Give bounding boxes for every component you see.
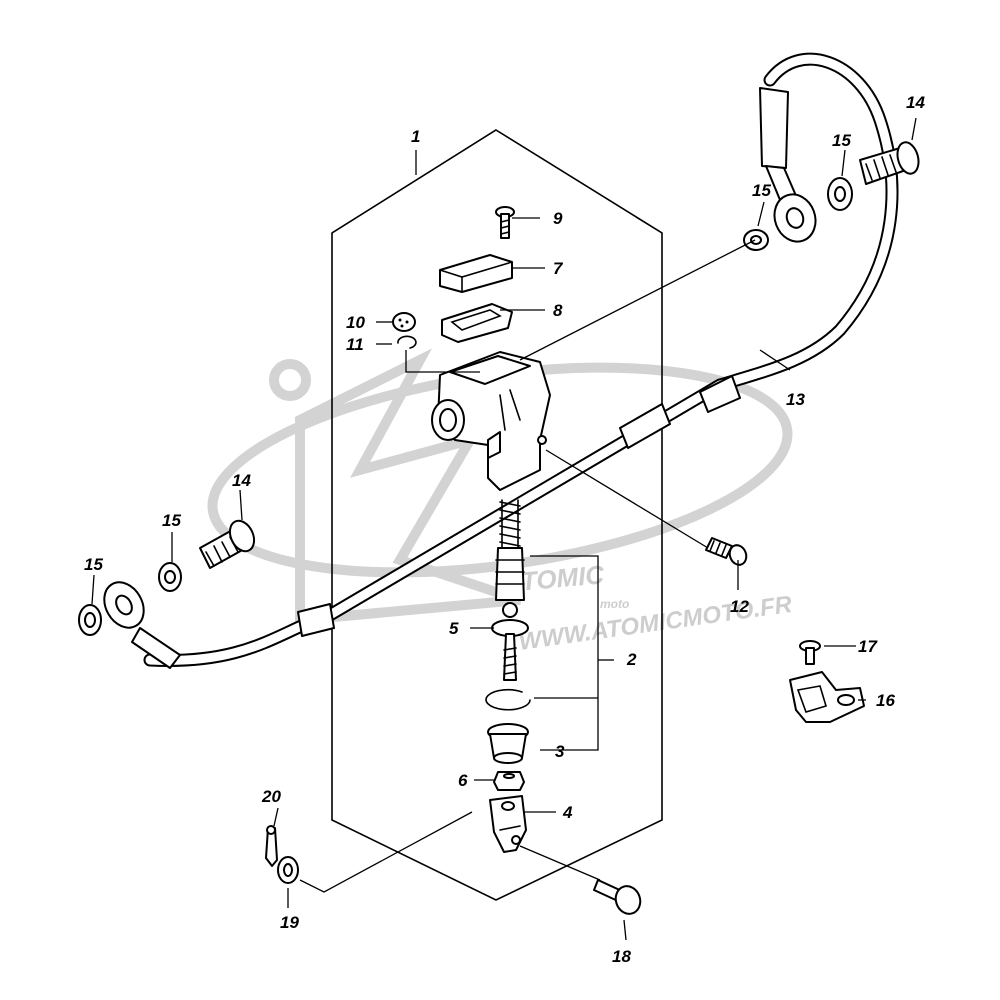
callout-9: 9 [553,209,563,228]
leader-lines [91,117,917,941]
callout-10: 10 [346,313,365,332]
callout-labels: 1 2 3 4 5 6 7 8 9 10 11 12 13 14 14 15 1… [84,93,925,966]
guide-screw [799,640,821,665]
callout-1: 1 [411,127,420,146]
banjo-bolt-right [859,141,920,185]
circlip-large [485,688,531,711]
washer-15-b [827,177,853,211]
mounting-bolt [705,537,748,566]
callout-3: 3 [555,742,565,761]
callout-2: 2 [626,650,637,669]
boot [487,723,529,764]
washer-15-d [78,604,102,636]
brake-hose [103,52,899,669]
callout-11: 11 [346,335,364,354]
callout-15-d: 15 [84,555,103,574]
callout-17: 17 [858,637,878,656]
callout-15-c: 15 [162,511,181,530]
callout-19: 19 [280,913,299,932]
washer-15-a [743,229,769,251]
spring [495,499,525,601]
cap-screw [495,206,515,239]
watermark-logo-sub: moto [600,597,629,611]
callout-7: 7 [553,259,564,278]
circlip-small [397,335,417,349]
banjo-bolt-left [199,519,256,569]
callout-16: 16 [876,691,895,710]
washer-19 [277,856,299,884]
callout-12: 12 [730,597,749,616]
watermark-url: WWW.ATOMICMOTO.FR [517,591,794,656]
assembly-outline [331,129,663,901]
callout-14-left: 14 [232,471,251,490]
callout-4: 4 [562,803,573,822]
nut [493,771,525,791]
callout-15-b: 15 [832,131,851,150]
callout-5: 5 [449,619,459,638]
hose-guide [789,671,865,723]
callout-18: 18 [612,947,631,966]
callout-6: 6 [458,771,468,790]
callout-15-a: 15 [752,181,771,200]
clevis-pin [593,879,642,915]
reservoir-cap [439,254,513,293]
callout-20: 20 [261,787,281,806]
cotter-pin [265,825,278,867]
master-cylinder-body [431,351,551,491]
plug [392,312,416,332]
washer-15-c [158,562,182,592]
callout-8: 8 [553,301,563,320]
callout-14-right: 14 [906,93,925,112]
callout-13: 13 [786,390,805,409]
clevis [489,795,527,853]
diaphragm [441,303,513,343]
